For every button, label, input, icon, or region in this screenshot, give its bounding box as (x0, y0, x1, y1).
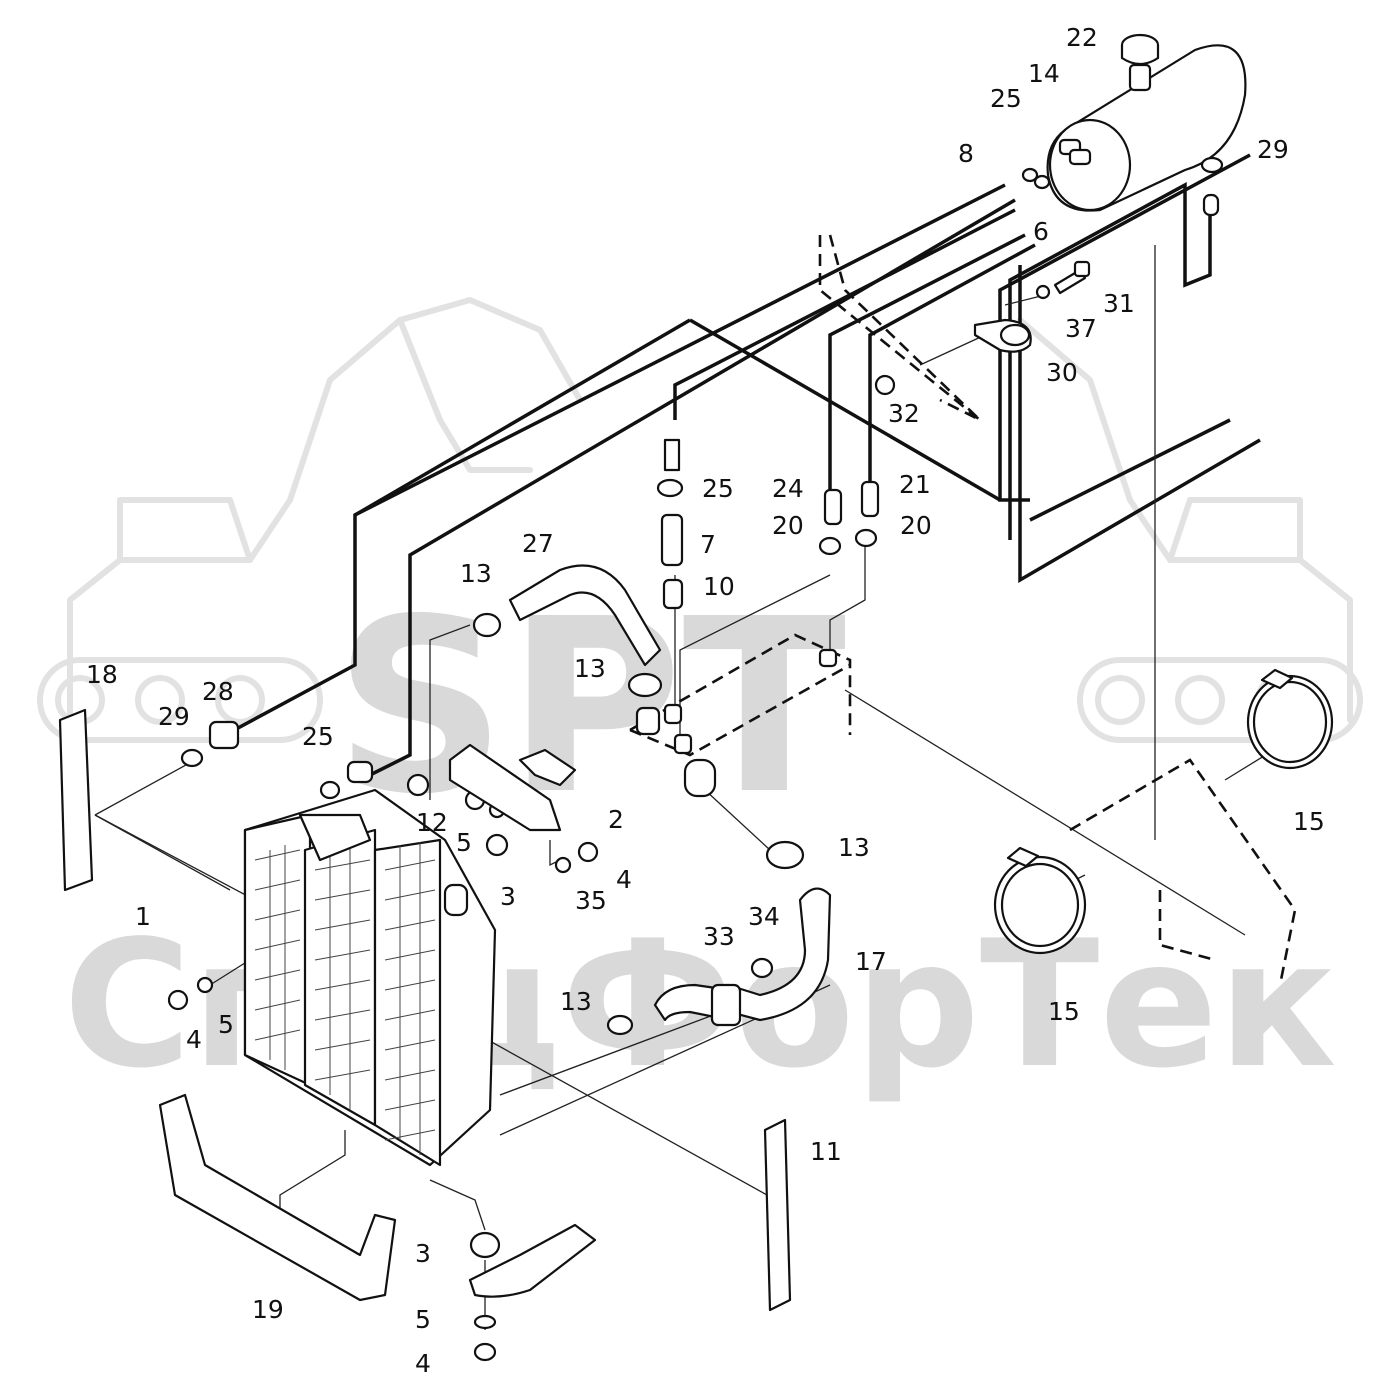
callout-3: 3 (415, 1239, 431, 1268)
callout-27: 27 (522, 529, 554, 558)
washer-5-left (196, 976, 214, 994)
callout-30: 30 (1046, 358, 1078, 387)
clamp-25-left (319, 780, 341, 800)
washer-5-bottom (473, 1314, 497, 1330)
callout-37: 37 (1065, 314, 1097, 343)
callout-14: 14 (1028, 59, 1060, 88)
callout-35: 35 (575, 886, 607, 915)
nut-4-left (167, 989, 189, 1011)
fitting-10 (662, 578, 684, 610)
hose-17 (720, 887, 832, 1022)
callout-3: 3 (500, 882, 516, 911)
callout-4: 4 (415, 1349, 431, 1378)
callout-25: 25 (302, 722, 334, 751)
clamp-29-left (180, 748, 204, 768)
callout-18: 18 (86, 660, 118, 689)
small-parts (167, 156, 1224, 1362)
hose-end-21 (860, 480, 880, 518)
clamp-13-left (606, 1014, 634, 1036)
callout-34: 34 (748, 902, 780, 931)
mount-3-mid (485, 833, 509, 857)
callout-10: 10 (703, 572, 735, 601)
callout-4: 4 (186, 1025, 202, 1054)
clamp-20-left (818, 536, 842, 556)
hose-27 (508, 564, 662, 667)
washer-37 (1035, 284, 1051, 300)
excavator-watermark-left (37, 297, 583, 743)
callout-24: 24 (772, 474, 804, 503)
large-clamps (993, 668, 1334, 955)
radiator-mesh (254, 835, 436, 1155)
clamp-13-mid (627, 672, 663, 698)
brackets (58, 708, 792, 1312)
clamp-20-right (854, 528, 878, 548)
callout-labels: 1 2 3 3 4 4 4 5 5 5 6 7 8 10 11 12 13 13… (86, 23, 1325, 1378)
callout-5: 5 (456, 828, 472, 857)
radiator (243, 788, 497, 1167)
bottom-bracket-19 (158, 1093, 397, 1302)
nut-32 (874, 374, 896, 396)
callout-17: 17 (855, 947, 887, 976)
dashed-frame (629, 234, 1297, 986)
callout-6: 6 (1033, 217, 1049, 246)
clamp-13-upper (472, 612, 502, 638)
tank-cap (1120, 33, 1160, 66)
nut-4-bottom (473, 1342, 497, 1362)
callout-5: 5 (218, 1010, 234, 1039)
callout-25: 25 (990, 84, 1022, 113)
hose-28 (208, 720, 240, 750)
callout-13: 13 (574, 654, 606, 683)
callout-25: 25 (702, 474, 734, 503)
callout-13: 13 (460, 559, 492, 588)
callout-28: 28 (202, 677, 234, 706)
washer-35 (554, 856, 572, 874)
callout-8: 8 (958, 139, 974, 168)
callout-2: 2 (608, 805, 624, 834)
callout-21: 21 (899, 470, 931, 499)
callout-32: 32 (888, 399, 920, 428)
fitting-7 (660, 513, 684, 567)
clamp-13-lower (765, 840, 805, 870)
callout-22: 22 (1066, 23, 1098, 52)
clamp-29-top (1200, 156, 1224, 174)
callout-7: 7 (700, 530, 716, 559)
callout-12: 12 (416, 808, 448, 837)
nut-4-mid (577, 841, 599, 863)
mount-3-bottom (469, 1231, 501, 1259)
nut-34 (750, 957, 774, 979)
expansion-tank (1046, 44, 1247, 212)
hose-end-24 (823, 488, 843, 526)
hose-elbow-lower (683, 758, 717, 798)
callout-29: 29 (158, 702, 190, 731)
clamp-25-mid (656, 478, 684, 498)
callout-15: 15 (1048, 997, 1080, 1026)
callout-29: 29 (1257, 135, 1289, 164)
radiator-hoses (508, 564, 832, 1027)
callout-19: 19 (252, 1295, 284, 1324)
callout-4: 4 (616, 865, 632, 894)
callout-20: 20 (900, 511, 932, 540)
callout-5: 5 (415, 1305, 431, 1334)
callout-13: 13 (560, 987, 592, 1016)
callout-11: 11 (810, 1137, 842, 1166)
excavator-watermark-right (1017, 317, 1363, 743)
side-plate-11 (763, 1118, 792, 1312)
callout-1: 1 (135, 902, 151, 931)
callout-13: 13 (838, 833, 870, 862)
callout-15: 15 (1293, 807, 1325, 836)
callout-20: 20 (772, 511, 804, 540)
mount-3-top (406, 773, 430, 797)
side-plate-18 (58, 708, 94, 892)
watermark-logo: SPT (334, 567, 846, 847)
clamp-25-top (1021, 167, 1039, 183)
callout-31: 31 (1103, 289, 1135, 318)
callout-33: 33 (703, 922, 735, 951)
bracket-2 (448, 743, 562, 832)
